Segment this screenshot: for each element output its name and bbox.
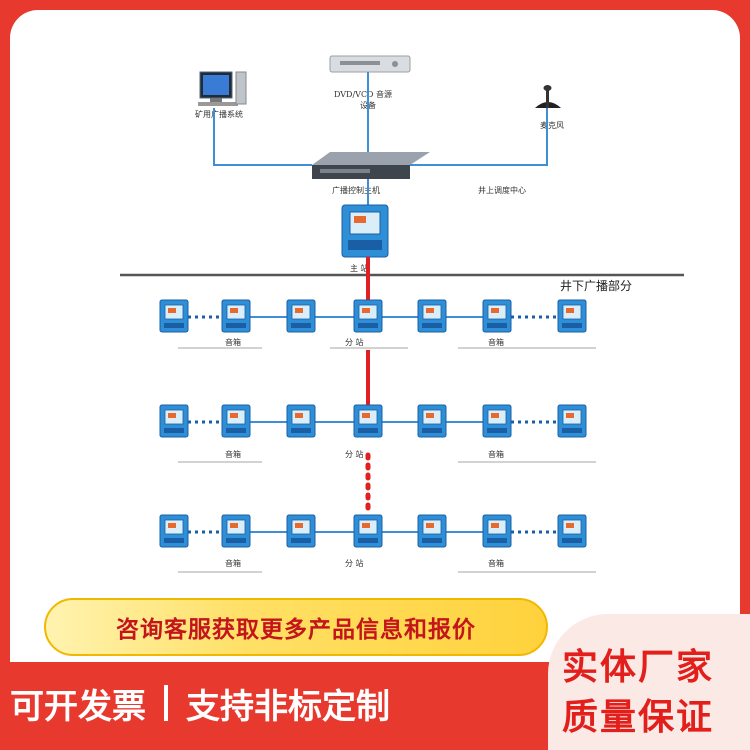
substation-label-2: 分 站 xyxy=(345,449,364,459)
speaker-3-6 xyxy=(482,514,512,548)
speaker-2-5 xyxy=(417,404,447,438)
speaker-2-6 xyxy=(482,404,512,438)
speaker-row-3 xyxy=(159,514,596,573)
substation-3 xyxy=(353,514,383,548)
speaker-2-1 xyxy=(159,404,189,438)
bottom-slogan: 可开发票 支持非标定制 xyxy=(10,672,530,734)
diagram-card xyxy=(10,10,740,710)
slogan-separator xyxy=(164,685,168,721)
substation-2 xyxy=(353,404,383,438)
broadcast-host-icon xyxy=(312,152,430,179)
speaker-2-3 xyxy=(286,404,316,438)
speaker-1-6 xyxy=(482,299,512,333)
speaker-1-5 xyxy=(417,299,447,333)
speaker-label-2a: 音箱 xyxy=(225,449,241,459)
speaker-2-2 xyxy=(221,404,251,438)
speaker-3-2 xyxy=(221,514,251,548)
invoice-text: 可开发票 xyxy=(10,686,146,727)
speaker-row-1 xyxy=(159,299,596,349)
speaker-3-5 xyxy=(417,514,447,548)
speaker-label-1b: 音箱 xyxy=(488,337,504,347)
speaker-3-3 xyxy=(286,514,316,548)
speaker-3-7 xyxy=(557,514,587,548)
dvd-player-icon xyxy=(329,55,411,73)
speaker-2-7 xyxy=(557,404,587,438)
speaker-1-1 xyxy=(159,299,189,333)
speaker-label-2b: 音箱 xyxy=(488,449,504,459)
microphone-label: 麦克风 xyxy=(540,120,564,130)
speaker-1-2 xyxy=(221,299,251,333)
badge-line-2: 质量保证 xyxy=(562,697,715,738)
host-label: 广播控制主机 xyxy=(332,185,380,195)
microphone-icon xyxy=(535,85,561,108)
underground-section-label: 井下广播部分 xyxy=(560,278,632,293)
speaker-label-3b: 音箱 xyxy=(488,558,504,568)
speaker-label-1a: 音箱 xyxy=(225,337,241,347)
computer-label: 矿用广播系统 xyxy=(195,109,243,119)
dispatch-center-label: 井上调度中心 xyxy=(478,185,526,195)
dvd-label-1: DVD/VCD 音源 xyxy=(334,89,392,99)
substation-1 xyxy=(353,299,383,333)
link-mic-host xyxy=(410,108,548,166)
speaker-3-1 xyxy=(159,514,189,548)
badge-line-1: 实体厂家 xyxy=(562,647,715,688)
consult-text: 咨询客服获取更多产品信息和报价 xyxy=(116,617,476,643)
main-station-icon xyxy=(341,204,389,258)
speaker-1-3 xyxy=(286,299,316,333)
factory-badge: 实体厂家 质量保证 xyxy=(548,614,750,750)
link-computer-host xyxy=(213,108,312,166)
speaker-row-2 xyxy=(159,404,596,463)
substation-label-3: 分 站 xyxy=(345,558,364,568)
custom-text: 支持非标定制 xyxy=(186,686,390,727)
substation-label-1: 分 站 xyxy=(345,337,364,347)
speaker-label-3a: 音箱 xyxy=(225,558,241,568)
speaker-1-7 xyxy=(557,299,587,333)
computer-icon xyxy=(198,71,247,106)
main-station-label: 主 站 xyxy=(350,263,369,273)
consult-banner[interactable]: 咨询客服获取更多产品信息和报价 xyxy=(44,598,548,656)
